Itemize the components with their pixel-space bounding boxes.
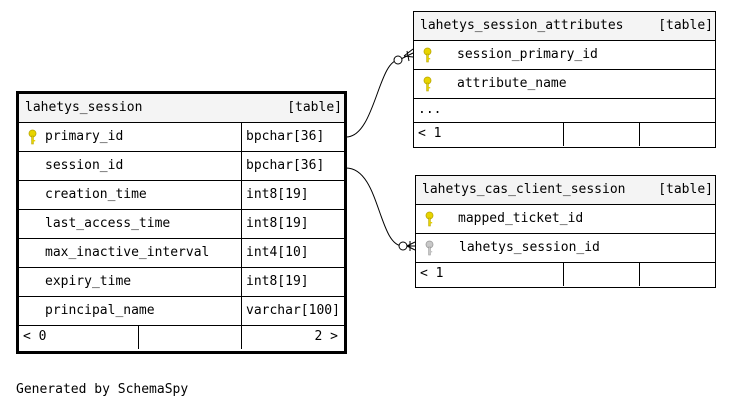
- column-row[interactable]: creation_time int8[19]: [19, 181, 344, 210]
- table-kind: [table]: [287, 100, 342, 115]
- column-name: session_id: [45, 158, 124, 173]
- column-name: max_inactive_interval: [45, 245, 210, 260]
- table-header: lahetys_session_attributes [table]: [414, 12, 715, 41]
- key-icon: [423, 76, 432, 92]
- column-row[interactable]: max_inactive_interval int4[10]: [19, 239, 344, 268]
- column-name: attribute_name: [457, 76, 567, 91]
- more-columns-ellipsis: ...: [418, 102, 442, 117]
- column-type: bpchar[36]: [246, 129, 325, 144]
- column-row[interactable]: last_access_time int8[19]: [19, 210, 344, 239]
- column-name: mapped_ticket_id: [458, 211, 584, 226]
- footer-divider: [639, 263, 640, 286]
- children-count[interactable]: 2 >: [314, 329, 338, 344]
- table-kind: [table]: [658, 182, 713, 197]
- parents-count[interactable]: < 1: [418, 126, 442, 141]
- column-type: int8[19]: [246, 187, 309, 202]
- column-name: creation_time: [45, 187, 147, 202]
- column-row[interactable]: session_id bpchar[36]: [19, 152, 344, 181]
- table-footer: < 0 2 >: [19, 326, 344, 349]
- relation-crowfoot-attributes: [403, 48, 414, 62]
- table-name: lahetys_cas_client_session: [422, 182, 626, 197]
- table-lahetys-session[interactable]: lahetys_session [table] primary_id bpcha…: [16, 91, 347, 354]
- foreign-key-icon: [425, 240, 434, 256]
- table-footer: < 1: [416, 263, 715, 286]
- footer-divider: [639, 123, 640, 146]
- table-kind: [table]: [658, 18, 713, 33]
- footer-divider: [563, 123, 564, 146]
- parents-count[interactable]: < 0: [23, 329, 47, 344]
- column-name: last_access_time: [45, 216, 171, 231]
- parents-count[interactable]: < 1: [420, 266, 444, 281]
- column-divider: [241, 181, 242, 209]
- footer-divider: [563, 263, 564, 286]
- column-type: int4[10]: [246, 245, 309, 260]
- column-name: lahetys_session_id: [459, 240, 600, 255]
- table-name: lahetys_session_attributes: [420, 18, 624, 33]
- column-divider: [241, 210, 242, 238]
- column-type: int8[19]: [246, 274, 309, 289]
- column-divider: [241, 152, 242, 180]
- table-header: lahetys_cas_client_session [table]: [416, 176, 715, 205]
- table-lahetys-session-attributes[interactable]: lahetys_session_attributes [table] sessi…: [413, 11, 716, 148]
- column-divider: [241, 297, 242, 325]
- generated-by-label: Generated by SchemaSpy: [16, 382, 189, 397]
- column-type: int8[19]: [246, 216, 309, 231]
- key-icon: [423, 47, 432, 63]
- column-row[interactable]: session_primary_id: [414, 41, 715, 70]
- column-row[interactable]: lahetys_session_id: [416, 234, 715, 263]
- footer-divider: [138, 326, 139, 349]
- column-type: varchar[100]: [246, 303, 340, 318]
- column-name: expiry_time: [45, 274, 132, 289]
- relation-optional-marker-attributes: [393, 55, 403, 65]
- more-columns-row[interactable]: ...: [414, 99, 715, 123]
- table-name: lahetys_session: [25, 100, 143, 115]
- column-row[interactable]: principal_name varchar[100]: [19, 297, 344, 326]
- column-divider: [241, 123, 242, 151]
- column-name: session_primary_id: [457, 47, 598, 62]
- relation-line-attributes: [345, 52, 414, 138]
- column-name: principal_name: [45, 303, 155, 318]
- key-icon: [28, 129, 37, 145]
- column-divider: [241, 268, 242, 296]
- footer-divider: [241, 326, 242, 349]
- key-icon: [425, 211, 434, 227]
- column-row[interactable]: expiry_time int8[19]: [19, 268, 344, 297]
- table-lahetys-cas-client-session[interactable]: lahetys_cas_client_session [table] mappe…: [415, 175, 716, 288]
- column-name: primary_id: [45, 129, 124, 144]
- column-row[interactable]: primary_id bpchar[36]: [19, 123, 344, 152]
- column-row[interactable]: mapped_ticket_id: [416, 205, 715, 234]
- table-header: lahetys_session [table]: [19, 94, 344, 123]
- relation-optional-marker-cas-client: [398, 241, 408, 251]
- relation-line-cas-client: [345, 167, 415, 247]
- relation-crowfoot-cas-client: [406, 241, 416, 251]
- column-type: bpchar[36]: [246, 158, 325, 173]
- column-divider: [241, 239, 242, 267]
- column-row[interactable]: attribute_name: [414, 70, 715, 99]
- table-footer: < 1: [414, 123, 715, 146]
